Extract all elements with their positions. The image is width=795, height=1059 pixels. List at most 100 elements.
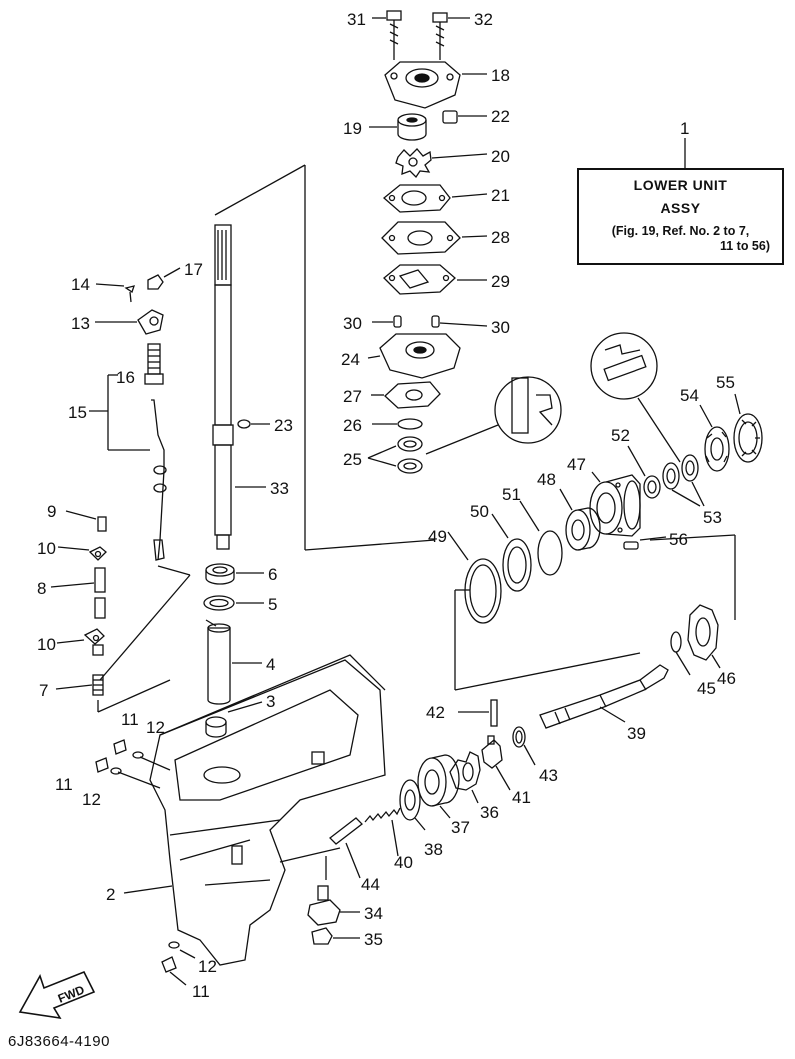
dowel-pin-30b: [431, 315, 440, 328]
detail-circle-2: [590, 332, 658, 400]
callout-41: 41: [512, 788, 531, 807]
assembly-note-box: LOWER UNIT ASSY (Fig. 19, Ref. No. 2 to …: [577, 168, 784, 265]
spring-40: [364, 807, 401, 823]
propeller-shaft-39: [539, 664, 669, 729]
callout-56: 56: [669, 530, 688, 549]
spring-43: [512, 726, 526, 748]
callout-2: 2: [106, 885, 115, 904]
callout-54: 54: [680, 386, 699, 405]
callout-37: 37: [451, 818, 470, 837]
callout-35: 35: [364, 930, 383, 949]
callout-18: 18: [491, 66, 510, 85]
insert-22: [442, 110, 458, 124]
callout-5: 5: [268, 595, 277, 614]
fwd-label: FWD: [56, 982, 87, 1005]
callout-39: 39: [627, 724, 646, 743]
callout-47: 47: [567, 455, 586, 474]
dog-clutch-41: [481, 735, 503, 769]
o-ring-49: [464, 558, 502, 624]
shift-rod-15: [151, 399, 167, 561]
callout-12a: 12: [146, 718, 165, 737]
callout-20: 20: [491, 147, 510, 166]
water-tube-4: [205, 619, 231, 705]
callout-11a: 11: [121, 710, 139, 729]
callout-11b: 11: [55, 775, 73, 794]
clip-10b: [83, 628, 105, 656]
pump-case-18: [384, 61, 461, 109]
callout-55: 55: [716, 373, 735, 392]
shift-rod-lever-13: [137, 309, 164, 335]
bolt-32: [432, 12, 448, 60]
gasket-21: [382, 184, 451, 213]
lower-casing-cap-47: [589, 474, 641, 537]
callout-27: 27: [343, 387, 362, 406]
callout-7: 7: [39, 681, 48, 700]
callout-22: 22: [491, 107, 510, 126]
detail-circle: [494, 376, 562, 444]
callout-19: 19: [343, 119, 362, 138]
callout-28: 28: [491, 228, 510, 247]
callout-40: 40: [394, 853, 413, 872]
gasket-12a: [132, 751, 144, 759]
callout-26: 26: [343, 416, 362, 435]
callout-34: 34: [364, 904, 383, 923]
assembly-note-line2: 11 to 56): [719, 239, 770, 253]
washer-54: [704, 426, 730, 472]
callout-8: 8: [37, 579, 46, 598]
shim-50: [502, 538, 532, 592]
oil-seals-53: [662, 454, 699, 490]
callout-10b: 10: [37, 635, 56, 654]
callout-29: 29: [491, 272, 510, 291]
o-ring-26: [397, 418, 423, 430]
callout-11c: 11: [192, 982, 210, 1001]
drain-screw-11b: [95, 757, 109, 773]
callout-42: 42: [426, 703, 445, 722]
shift-rod-joint-8: [94, 567, 106, 619]
impeller-20: [395, 148, 432, 179]
assembly-title: LOWER UNIT: [633, 177, 728, 193]
needle-bearing-52: [643, 475, 661, 499]
callout-46: 46: [717, 669, 736, 688]
reverse-gear-46: [687, 604, 719, 661]
gasket-5: [203, 595, 235, 611]
bush-3: [205, 716, 227, 738]
gasket-12c: [168, 941, 180, 949]
callout-36: 36: [480, 803, 499, 822]
drive-shaft-33: [212, 224, 234, 550]
callout-30b: 30: [491, 318, 510, 337]
drain-screw-11a: [113, 739, 127, 755]
gasket-29: [383, 264, 456, 295]
callout-44: 44: [361, 875, 380, 894]
callout-9: 9: [47, 502, 56, 521]
screw-14: [124, 285, 135, 303]
shift-rod-boot-16: [144, 343, 164, 385]
callout-45: 45: [697, 679, 716, 698]
callout-51: 51: [502, 485, 521, 504]
callout-31: 31: [347, 10, 366, 29]
gasket-12b: [110, 767, 122, 775]
callout-13: 13: [71, 314, 90, 333]
callout-23: 23: [274, 416, 293, 435]
callout-6: 6: [268, 565, 277, 584]
callout-32: 32: [474, 10, 493, 29]
gasket-27: [384, 381, 441, 409]
forward-gear-36: [449, 751, 481, 791]
nut-35: [311, 927, 333, 945]
callout-14: 14: [71, 275, 90, 294]
callout-43: 43: [539, 766, 558, 785]
clip-10a: [88, 546, 107, 561]
seal-6: [205, 563, 235, 585]
nut-55: [733, 413, 763, 463]
screw-9: [97, 516, 107, 532]
callout-1: 1: [680, 119, 689, 138]
oil-seals-25: [397, 436, 423, 474]
woodruff-key-23: [237, 419, 251, 429]
callout-33: 33: [270, 479, 289, 498]
diagram-code: 6J83664-4190: [8, 1033, 110, 1050]
callout-21: 21: [491, 186, 510, 205]
bearing-48: [565, 507, 601, 551]
callout-30a: 30: [343, 314, 362, 333]
callout-49: 49: [428, 527, 447, 546]
callout-3: 3: [266, 692, 275, 711]
